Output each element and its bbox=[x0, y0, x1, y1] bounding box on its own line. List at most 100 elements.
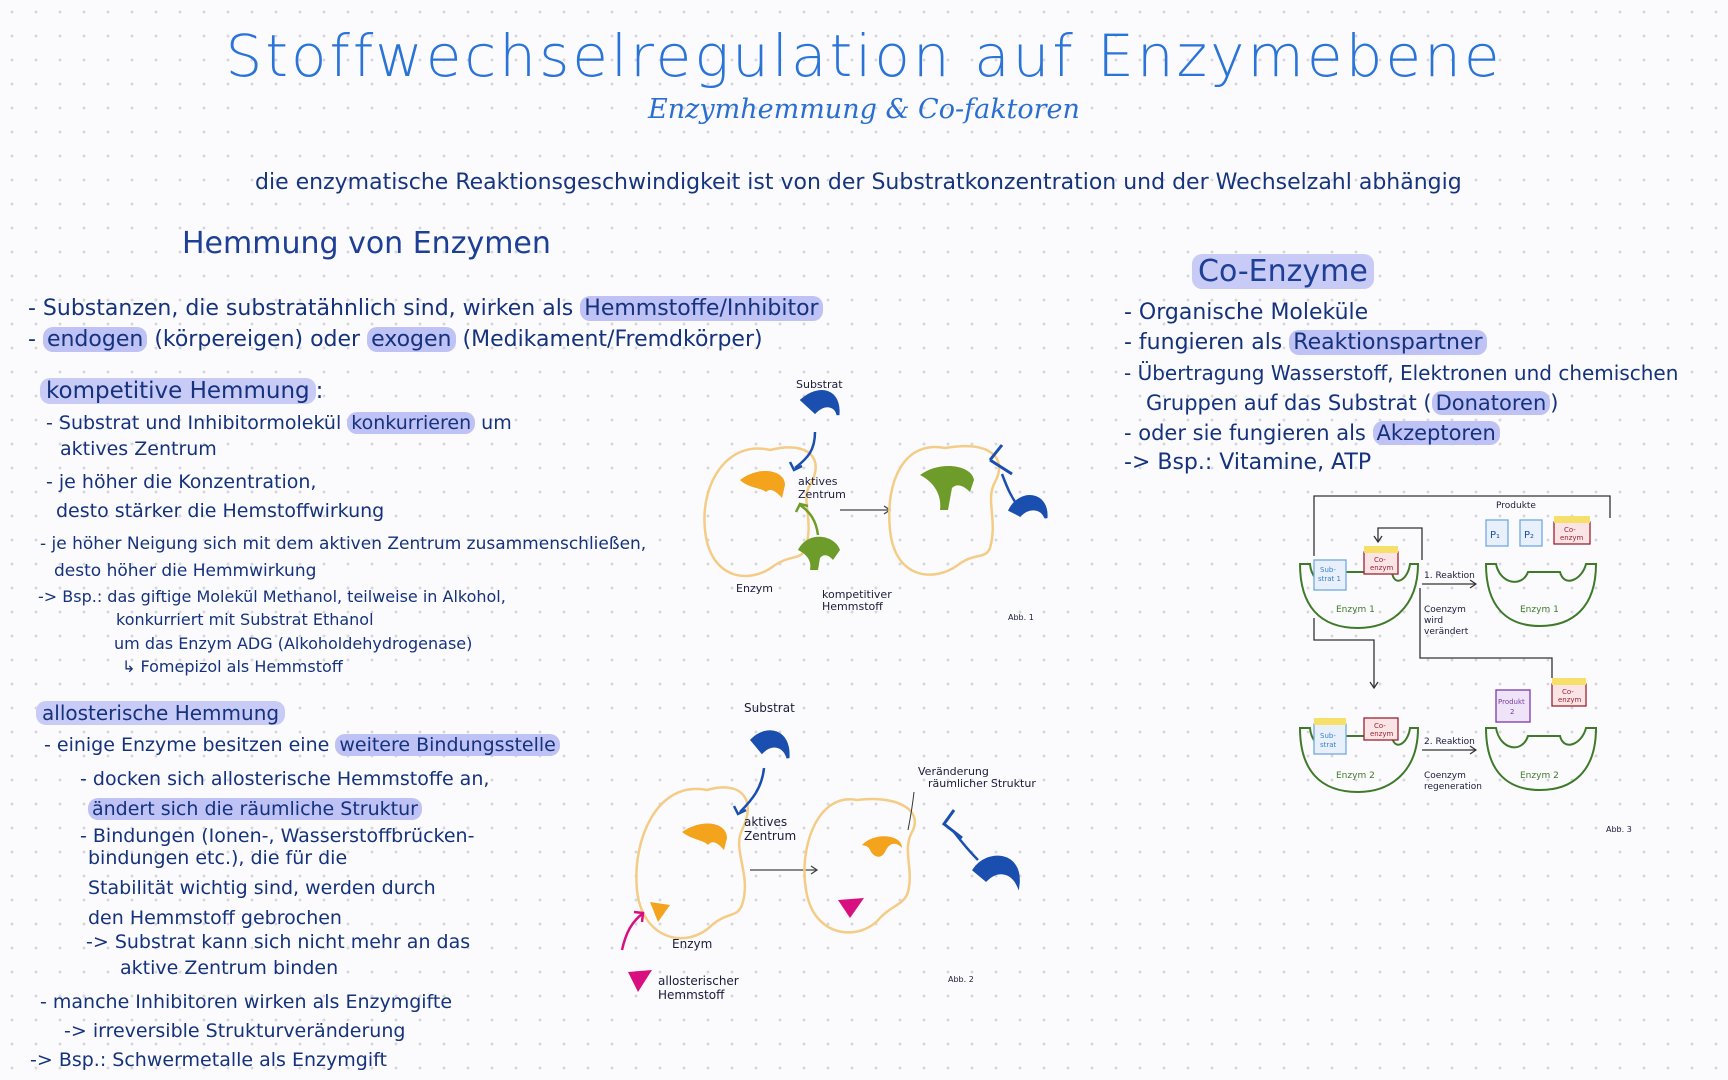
fig3-label-reaktion1: 1. Reaktion bbox=[1424, 571, 1475, 581]
fig3-label-p1: P₁ bbox=[1490, 530, 1500, 541]
fig1-label-enzym: Enzym bbox=[736, 582, 773, 595]
fig3-label-sub1: Sub- bbox=[1320, 566, 1336, 574]
allosterisch-line-12: -> Bsp.: Schwermetalle als Enzymgift bbox=[30, 1049, 387, 1071]
reaction1-arrowhead bbox=[1469, 579, 1478, 589]
figure-kompetitiv: Substrat aktives Zentrum Enzym kompetiti… bbox=[690, 370, 1070, 630]
substrate-shape-2 bbox=[1007, 495, 1048, 519]
fig3-label-enzym-top: enzym bbox=[1560, 534, 1584, 542]
figure-kompetitiv-svg: Substrat aktives Zentrum Enzym kompetiti… bbox=[703, 378, 1048, 622]
hemmung-l2-dash: - bbox=[28, 327, 36, 352]
fig1-label-hemmstoff: Hemmstoff bbox=[822, 600, 883, 613]
coenzyme-l4-highlight: Donatoren bbox=[1431, 391, 1551, 415]
fig3-label-coenzym1: Coenzym bbox=[1424, 605, 1466, 615]
kompetitiv-line-2: aktives Zentrum bbox=[60, 438, 217, 460]
fig3-label-co1: Co- bbox=[1374, 556, 1386, 564]
enzyme-1-outline bbox=[703, 446, 817, 578]
coenzyme-l2-text: - fungieren als bbox=[1124, 330, 1283, 355]
coenzyme-line-5: - oder sie fungieren als Akzeptoren bbox=[1124, 420, 1500, 446]
hemmung-heading: Hemmung von Enzymen bbox=[182, 226, 551, 261]
kompetitiv-line-10: ↳ Fomepizol als Hemmstoff bbox=[122, 657, 343, 676]
coenzyme-line-1: - Organische Moleküle bbox=[1124, 300, 1369, 325]
fig2-label-hemmstoff: Hemmstoff bbox=[658, 988, 725, 1002]
allosterisch-line-7: den Hemmstoff gebrochen bbox=[88, 907, 342, 929]
allosterisch-line-3: ändert sich die räumliche Struktur bbox=[88, 796, 422, 822]
fig3-label-regeneration: regeneration bbox=[1424, 782, 1482, 792]
fig3-label-reaktion2: 2. Reaktion bbox=[1424, 737, 1475, 747]
active-site-a bbox=[682, 823, 727, 850]
fig2-label-abb: Abb. 2 bbox=[948, 975, 974, 984]
inhibitor-arrow bbox=[799, 503, 820, 536]
fig3-label-enzym1-left: Enzym 1 bbox=[1336, 605, 1375, 615]
kompetitiv-l1-post: um bbox=[481, 412, 512, 434]
enzyme1-right-shape bbox=[1484, 563, 1598, 628]
allosterisch-line-4: - Bindungen (Ionen-, Wasserstoffbrücken- bbox=[80, 825, 475, 847]
cycle-line-top bbox=[1313, 495, 1611, 556]
kompetitiv-line-9: um das Enzym ADG (Alkoholdehydrogenase) bbox=[114, 634, 473, 653]
fig2-label-raeumlicher-struktur: räumlicher Struktur bbox=[928, 777, 1036, 790]
fig2-label-substrat: Substrat bbox=[744, 701, 795, 715]
kompetitiv-heading-text: kompetitive Hemmung bbox=[40, 378, 316, 404]
allosterisch-line-6: Stabilität wichtig sind, werden durch bbox=[88, 877, 436, 899]
fig3-label-coenzym2: Coenzym bbox=[1424, 771, 1466, 781]
active-site-b bbox=[862, 836, 902, 857]
allosterisch-line-8: -> Substrat kann sich nicht mehr an das bbox=[86, 931, 471, 953]
fig2-label-aktives: aktives bbox=[744, 815, 787, 829]
page-title: Stoffwechselregulation auf Enzymebene bbox=[225, 22, 1503, 90]
cycle-line-middle bbox=[1419, 588, 1553, 678]
allosteric-inhibitor-shape bbox=[628, 970, 652, 992]
coenzyme-line-2: - fungieren als Reaktionspartner bbox=[1124, 330, 1487, 356]
enzyme-2-outline bbox=[888, 444, 1001, 576]
kompetitiv-line-7: -> Bsp.: das giftige Molekül Methanol, t… bbox=[38, 587, 506, 606]
coenzyme-line-4: Gruppen auf das Substrat (Donatoren) bbox=[1146, 390, 1558, 416]
coenzym1-top bbox=[1364, 546, 1398, 553]
coenzyme-l5-text: - oder sie fungieren als bbox=[1124, 421, 1366, 445]
product2-purple-box bbox=[1495, 689, 1531, 723]
coenzym2-box bbox=[1363, 717, 1399, 741]
allosterisch-line-9: aktive Zentrum binden bbox=[120, 957, 339, 979]
substrat1-box bbox=[1313, 559, 1347, 591]
fig3-label-veraendert: verändert bbox=[1424, 627, 1469, 637]
coenzym-regenerated-top bbox=[1552, 678, 1586, 685]
fig3-label-abb: Abb. 3 bbox=[1606, 825, 1632, 834]
substrate-arrow-a bbox=[739, 767, 766, 813]
fig1-label-kompetitiver: kompetitiver bbox=[822, 588, 892, 601]
inhibitor-shape bbox=[798, 536, 840, 570]
hemmung-l2-post: (Medikament/Fremdkörper) bbox=[462, 327, 763, 352]
fig3-label-produkt-2: 2 bbox=[1510, 708, 1514, 716]
fig2-label-veraenderung: Veränderung bbox=[918, 765, 989, 778]
inhibitor-arrowhead bbox=[794, 502, 809, 513]
allosterisch-line-11: -> irreversible Strukturveränderung bbox=[64, 1020, 406, 1042]
fig1-label-substrat: Substrat bbox=[796, 378, 843, 391]
allosteric-site-a bbox=[650, 902, 670, 922]
inhibitor-bound bbox=[920, 465, 974, 510]
fig3-label-enzym1-right: Enzym 1 bbox=[1520, 605, 1559, 615]
fig3-label-wird: wird bbox=[1424, 616, 1443, 626]
fig2-label-zentrum: Zentrum bbox=[744, 829, 796, 843]
allosterisch-line-1: - einige Enzyme besitzen eine weitere Bi… bbox=[44, 732, 560, 758]
coenzyme-l4-post: ) bbox=[1550, 391, 1559, 415]
fig3-label-co-regen: Co- bbox=[1562, 688, 1574, 696]
fig3-label-p2: P₂ bbox=[1524, 530, 1534, 541]
substrate-shape-a bbox=[749, 730, 790, 759]
hemmung-l2-hl-exogen: exogen bbox=[367, 327, 456, 352]
substrate-leave-arrow-b bbox=[953, 831, 979, 861]
kompetitiv-line-1: - Substrat und Inhibitormolekül konkurri… bbox=[46, 410, 512, 436]
allosterisch-line-5: bindungen etc.), die für die bbox=[88, 847, 348, 869]
fig3-label-co-top: Co- bbox=[1564, 526, 1576, 534]
fig3-label-enzym2-right: Enzym 2 bbox=[1520, 771, 1559, 781]
substrate-shape-b bbox=[972, 855, 1020, 891]
hemmung-l1-highlight: Hemmstoffe/Inhibitor bbox=[580, 296, 823, 321]
hemmung-line-1: - Substanzen, die substratähnlich sind, … bbox=[28, 296, 823, 322]
fig2-label-enzym: Enzym bbox=[672, 937, 712, 951]
coenzym-modified-top bbox=[1554, 516, 1590, 523]
hemmung-line-2: - endogen (körpereigen) oder exogen (Med… bbox=[28, 327, 763, 353]
fig1-label-aktives: aktives bbox=[798, 475, 838, 488]
allosterisch-l3-highlight: ändert sich die räumliche Struktur bbox=[88, 798, 422, 820]
intro-text: die enzymatische Reaktionsgeschwindigkei… bbox=[255, 170, 1462, 195]
kompetitiv-heading: kompetitive Hemmung: bbox=[40, 378, 323, 404]
enzyme-b-outline bbox=[803, 797, 916, 934]
enzyme-a-outline bbox=[635, 786, 749, 940]
figure-allosterisch: Substrat aktives Zentrum Veränderung räu… bbox=[612, 700, 1052, 1010]
allosterisch-line-10: - manche Inhibitoren wirken als Enzymgif… bbox=[40, 991, 453, 1013]
coenzyme-l2-highlight: Reaktionspartner bbox=[1289, 330, 1487, 355]
